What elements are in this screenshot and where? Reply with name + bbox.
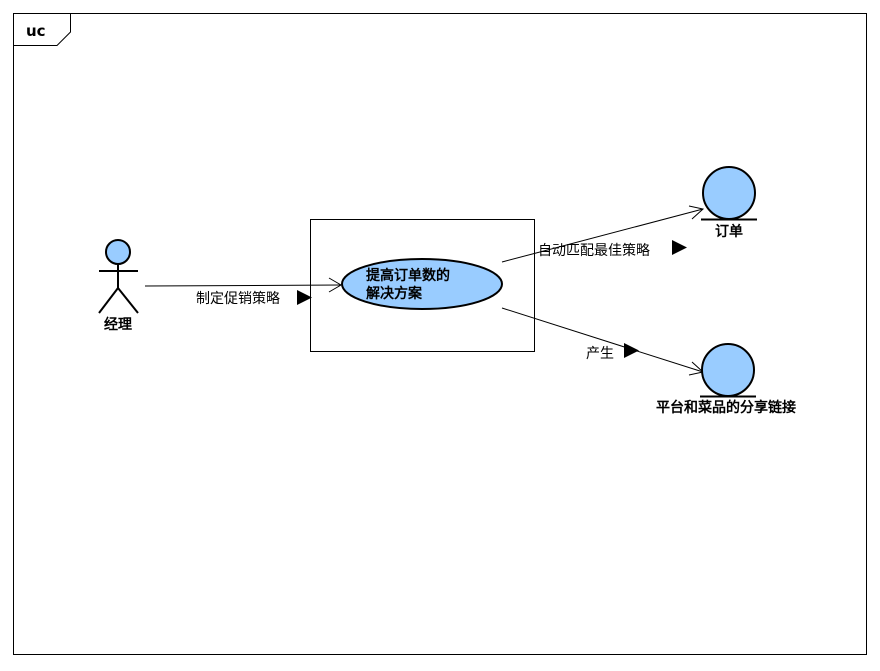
entity-icon xyxy=(701,343,755,397)
actor-right-leg xyxy=(117,287,139,314)
direction-triangle-icon xyxy=(297,290,312,305)
entity-icon xyxy=(702,166,756,220)
association-label-match: 自动匹配最佳策略 xyxy=(538,242,650,259)
actor-manager[interactable]: 经理 xyxy=(98,239,139,333)
association-actor-usecase xyxy=(144,284,342,287)
direction-triangle-icon xyxy=(672,240,687,255)
association-label-produce: 产生 xyxy=(586,346,614,362)
arrowhead-usecase-order xyxy=(688,205,705,220)
actor-name: 经理 xyxy=(104,316,132,333)
use-case-line1: 提高订单数的 xyxy=(366,267,450,284)
actor-left-leg xyxy=(98,287,119,314)
direction-triangle-icon xyxy=(624,343,639,358)
actor-head xyxy=(105,239,131,265)
frame-tag: uc xyxy=(26,22,46,40)
association-usecase-order xyxy=(501,208,704,263)
frame-tag-box xyxy=(13,13,71,46)
use-case-line2: 解决方案 xyxy=(366,285,423,302)
use-case-ellipse xyxy=(341,258,503,310)
entity-share-link[interactable]: 平台和菜品的分享链接 xyxy=(656,343,796,416)
use-case-increase-orders[interactable]: 提高订单数的 解决方案 xyxy=(341,258,503,310)
entity-name-order: 订单 xyxy=(715,223,743,240)
entity-order[interactable]: 订单 xyxy=(701,166,757,240)
entity-name-share-link: 平台和菜品的分享链接 xyxy=(656,399,796,416)
diagram-frame xyxy=(13,13,867,655)
association-usecase-link xyxy=(501,307,704,373)
arrowhead-actor-usecase xyxy=(328,277,342,293)
association-label-promotion: 制定促销策略 xyxy=(196,290,280,307)
